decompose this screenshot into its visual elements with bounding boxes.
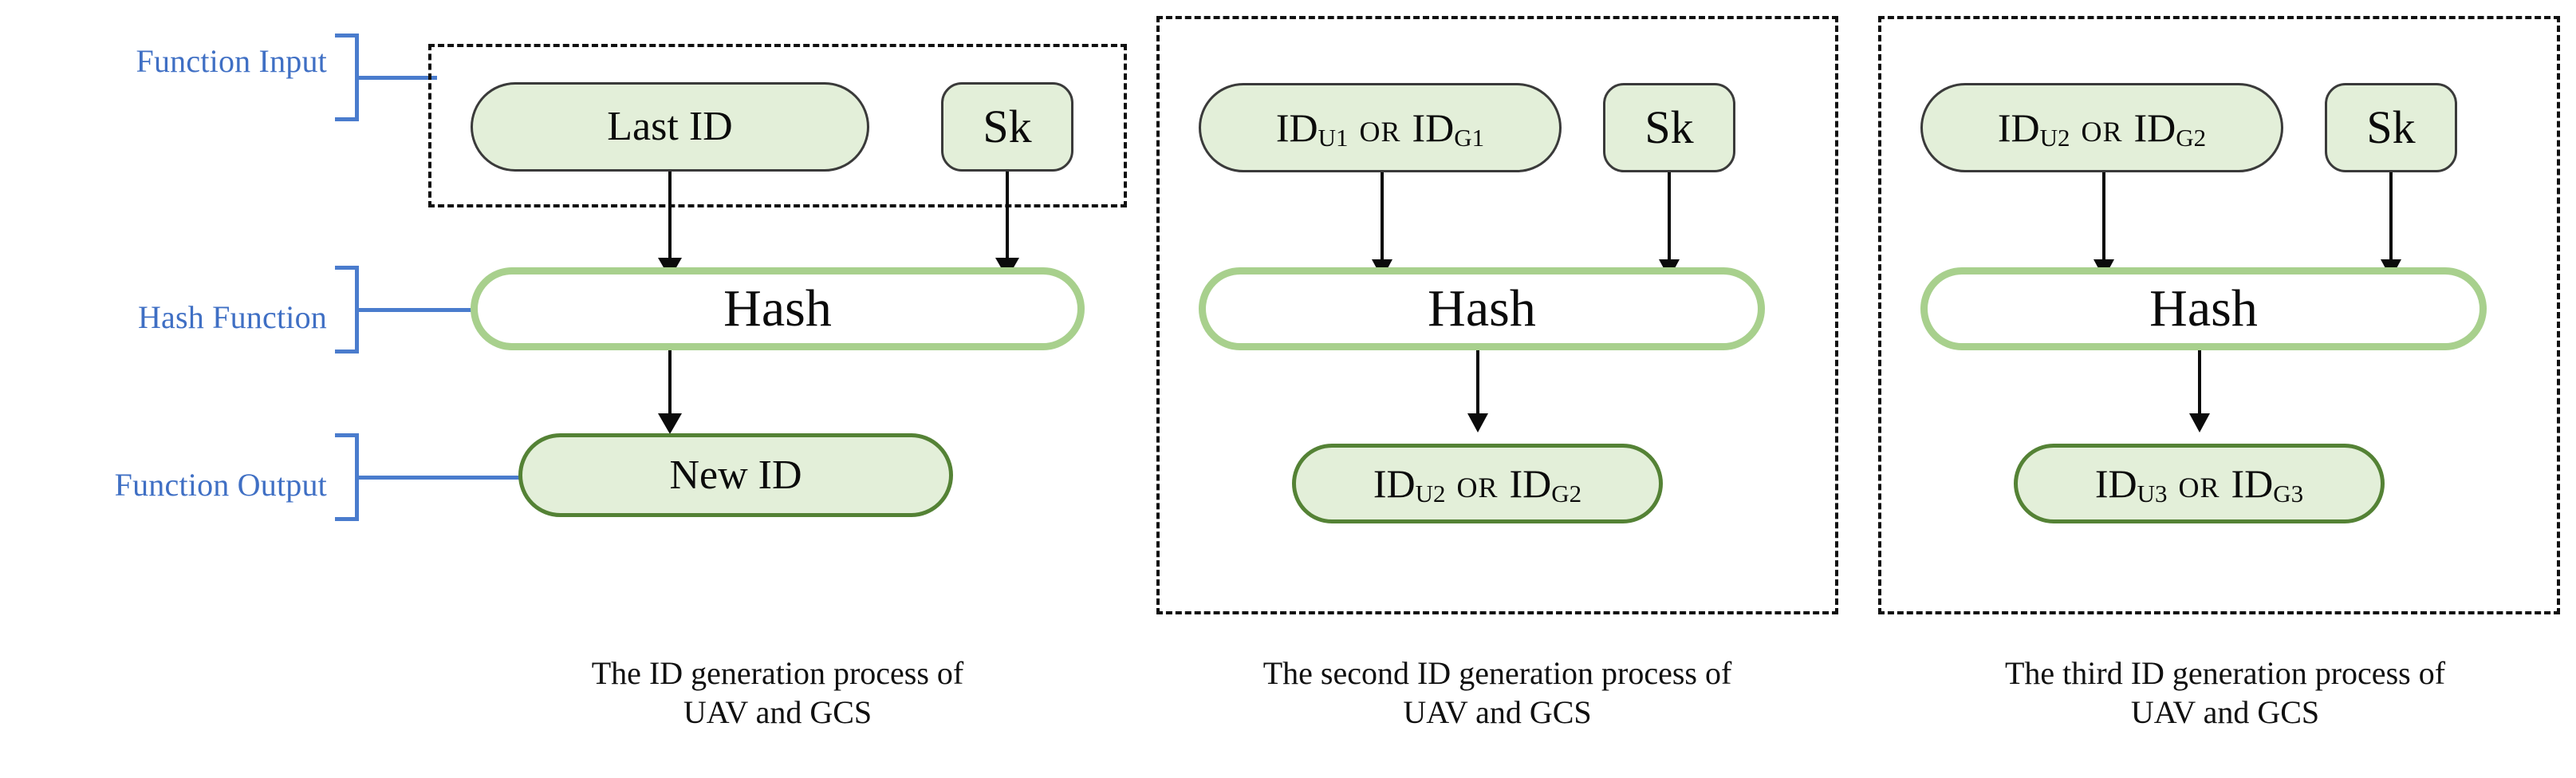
panel-2-caption-line-1: The second ID generation process of — [1262, 655, 1732, 691]
panel-3-caption-line-1: The third ID generation process of — [2004, 655, 2446, 691]
row-label-function-input: Function Input — [136, 43, 327, 79]
panel-1-input-key-node[interactable]: Sk — [941, 82, 1073, 172]
panel-3-arrow-key-line — [2389, 172, 2393, 262]
panel-1-arrow-output-line — [668, 350, 672, 419]
panel-3-caption-line-2: UAV and GCS — [2130, 693, 2320, 730]
panel-1-hash-node[interactable]: Hash — [471, 267, 1085, 350]
panel-3-hash-node[interactable]: Hash — [1920, 267, 2487, 350]
panel-2-arrow-output-line — [1476, 350, 1479, 419]
panel-2-caption: The second ID generation process of UAV … — [1128, 654, 1866, 733]
bracket-function-input — [335, 34, 359, 121]
panel-2-hash-node[interactable]: Hash — [1199, 267, 1765, 350]
panel-2-arrow-output-head — [1467, 413, 1488, 432]
panel-1-input-main-node[interactable]: Last ID — [471, 82, 869, 172]
panel-2-hash-label: Hash — [1428, 279, 1536, 338]
panel-1-input-key-label: Sk — [983, 101, 1032, 152]
connector-function-input — [357, 76, 437, 80]
panel-3-hash-label: Hash — [2149, 279, 2258, 338]
row-label-function-output: Function Output — [114, 467, 327, 503]
panel-1-hash-label: Hash — [723, 279, 832, 338]
panel-2-arrow-main-line — [1381, 172, 1384, 262]
panel-3-input-key-node[interactable]: Sk — [2325, 83, 2457, 172]
panel-2-input-key-node[interactable]: Sk — [1603, 83, 1735, 172]
panel-2-input-key-label: Sk — [1644, 101, 1694, 153]
panel-3-arrow-output-line — [2198, 350, 2201, 419]
panel-1-output-label: New ID — [669, 452, 802, 498]
panel-2-frame — [1156, 16, 1838, 614]
panel-1-input-group-frame — [428, 44, 1127, 207]
panel-3-arrow-output-head — [2189, 413, 2210, 432]
connector-hash-function — [357, 308, 473, 312]
bracket-hash-function — [335, 266, 359, 353]
panel-1-input-main-label: Last ID — [607, 104, 733, 149]
panel-1-arrow-output-head — [658, 413, 682, 434]
panel-1-caption-line-2: UAV and GCS — [683, 693, 872, 730]
panel-2-caption-line-2: UAV and GCS — [1403, 693, 1592, 730]
panel-3-caption: The third ID generation process of UAV a… — [1866, 654, 2576, 733]
panel-1-caption: The ID generation process of UAV and GCS — [431, 654, 1125, 733]
panel-3-arrow-main-line — [2102, 172, 2105, 262]
connector-function-output — [357, 476, 521, 480]
panel-1-arrow-main-line — [668, 172, 672, 261]
panel-1-caption-line-1: The ID generation process of — [591, 655, 964, 691]
panel-3-input-key-label: Sk — [2366, 101, 2416, 153]
panel-1-output-node[interactable]: New ID — [518, 433, 953, 517]
row-label-hash-function: Hash Function — [137, 299, 327, 335]
panel-3-frame — [1878, 16, 2560, 614]
panel-1-arrow-key-line — [1006, 172, 1009, 261]
panel-2-arrow-key-line — [1668, 172, 1671, 262]
bracket-function-output — [335, 433, 359, 521]
